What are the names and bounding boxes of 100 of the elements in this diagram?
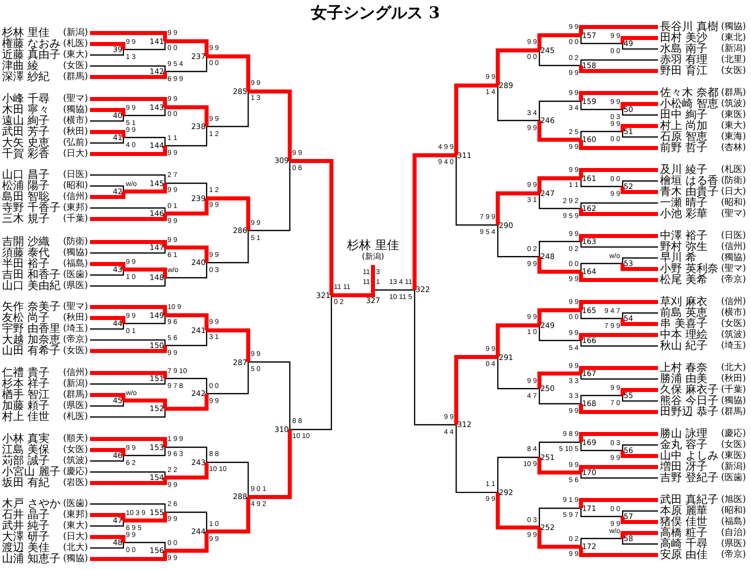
bracket-line — [497, 85, 540, 122]
affiliation: (東医) — [721, 450, 746, 462]
affiliation: (獨協) — [721, 22, 746, 32]
bracket-line — [622, 510, 658, 516]
winner-line — [90, 240, 167, 248]
bracket-line — [622, 180, 658, 186]
player-name: 宇野 由香里 — [2, 323, 62, 335]
winner-line — [90, 305, 167, 316]
winner-line — [579, 66, 658, 73]
affiliation: (岩医) — [63, 478, 88, 488]
affiliation: (弘前) — [63, 138, 88, 148]
bracket-line — [580, 374, 658, 380]
bracket-line — [90, 400, 124, 407]
player-name: 半田 裕子 — [2, 258, 50, 270]
affiliation: (杏林) — [721, 142, 746, 154]
winner-line — [496, 48, 540, 86]
winner-line — [123, 512, 167, 522]
bracket-line — [90, 116, 124, 122]
bracket-line — [123, 315, 166, 324]
affiliation: (獨協) — [63, 104, 88, 116]
player-name: 楢手 智江 — [2, 389, 50, 401]
affiliation: (筑波) — [63, 456, 88, 466]
bracket-line — [580, 538, 623, 547]
player-name: 遠山 絢子 — [2, 115, 50, 127]
bracket-line — [90, 520, 124, 527]
bracket-line — [90, 138, 124, 144]
player-name: 武井 純子 — [2, 520, 50, 532]
affiliation: (新潟) — [63, 378, 88, 390]
winner-line — [496, 323, 540, 357]
affiliation: (獨協) — [63, 554, 88, 564]
winner-line — [537, 176, 581, 194]
affiliation: (埼玉) — [63, 324, 88, 334]
player-name: 近藤 真由子 — [2, 49, 62, 61]
bracket-line — [580, 508, 623, 518]
winner-line — [90, 146, 167, 156]
bracket-line — [622, 312, 658, 318]
affiliation: (自治) — [721, 528, 746, 538]
player-name: 野村 弥生 — [660, 241, 708, 253]
player-name: 長谷川 真樹 — [660, 21, 720, 33]
player-name: 吉田 和香子 — [2, 269, 62, 281]
affiliation: (信州) — [63, 368, 88, 378]
winner-line — [331, 292, 375, 298]
player-name: 青木 由貴子 — [660, 186, 720, 198]
bracket-line — [580, 59, 658, 66]
player-name: 松浦 陽子 — [2, 180, 50, 192]
winner-line — [579, 272, 658, 282]
bracket-line — [622, 110, 658, 116]
player-name: 苅部 誠子 — [2, 455, 50, 467]
player-name: 加藤 頼子 — [2, 400, 50, 412]
affiliation: (女医) — [63, 444, 88, 456]
affiliation: (医歯) — [721, 472, 746, 484]
player-name: 津曲 綾 — [2, 60, 38, 72]
winner-line — [90, 31, 167, 42]
bracket-line — [580, 130, 623, 140]
player-name: 大澤 研子 — [2, 531, 50, 543]
player-name: 田中 絢子 — [660, 109, 708, 121]
bracket-line — [123, 41, 166, 50]
winner-line — [537, 256, 581, 274]
affiliation: (北大) — [63, 542, 88, 554]
player-name: 中本 理絵 — [660, 329, 708, 341]
winner-line — [454, 83, 498, 156]
affiliation: (群馬) — [63, 390, 88, 400]
player-name: 山口 美由紀 — [2, 280, 62, 292]
affiliation: (聖マ) — [721, 264, 746, 274]
bracket-line — [622, 396, 658, 402]
affiliation: (群馬) — [721, 88, 746, 98]
winner-line — [123, 268, 167, 278]
affiliation: (群馬) — [721, 406, 746, 418]
player-name: 前野 哲子 — [660, 142, 708, 154]
affiliation: (信州) — [721, 296, 746, 308]
affiliation: (群馬) — [63, 72, 88, 82]
affiliation: (昭和) — [721, 506, 746, 516]
bracket-line — [580, 340, 658, 347]
bracket-line — [622, 538, 658, 545]
affiliation: (東医) — [721, 110, 746, 120]
affiliation: (札医) — [63, 412, 88, 422]
affiliation: (東海) — [721, 132, 746, 142]
bracket-line — [580, 35, 623, 44]
bracket-line — [90, 248, 166, 254]
player-name: 熊谷 今日子 — [660, 395, 720, 407]
winner-line — [579, 366, 658, 374]
affiliation: (県医) — [721, 538, 746, 550]
player-name: 吉開 沙織 — [2, 236, 50, 248]
affiliation: (女医) — [63, 60, 88, 72]
player-name: 佐々木 奈都 — [660, 87, 720, 99]
bracket-line — [206, 91, 249, 128]
affiliation: (聖マ) — [721, 208, 746, 220]
winner-line — [90, 192, 126, 199]
bracket-line — [90, 50, 124, 56]
winner-line — [123, 183, 167, 194]
player-name: 山中 よしみ — [660, 450, 720, 462]
winner-line — [579, 91, 658, 102]
player-name: 本原 麗華 — [660, 505, 708, 517]
winner-line — [165, 532, 209, 553]
player-name: 前島 英恵 — [660, 307, 708, 319]
bracket-line — [538, 388, 581, 404]
player-name: 仁禮 貴子 — [2, 367, 50, 379]
player-name: 深澤 紗紀 — [2, 71, 50, 83]
winner-line — [537, 308, 581, 326]
winner-line — [454, 355, 498, 425]
